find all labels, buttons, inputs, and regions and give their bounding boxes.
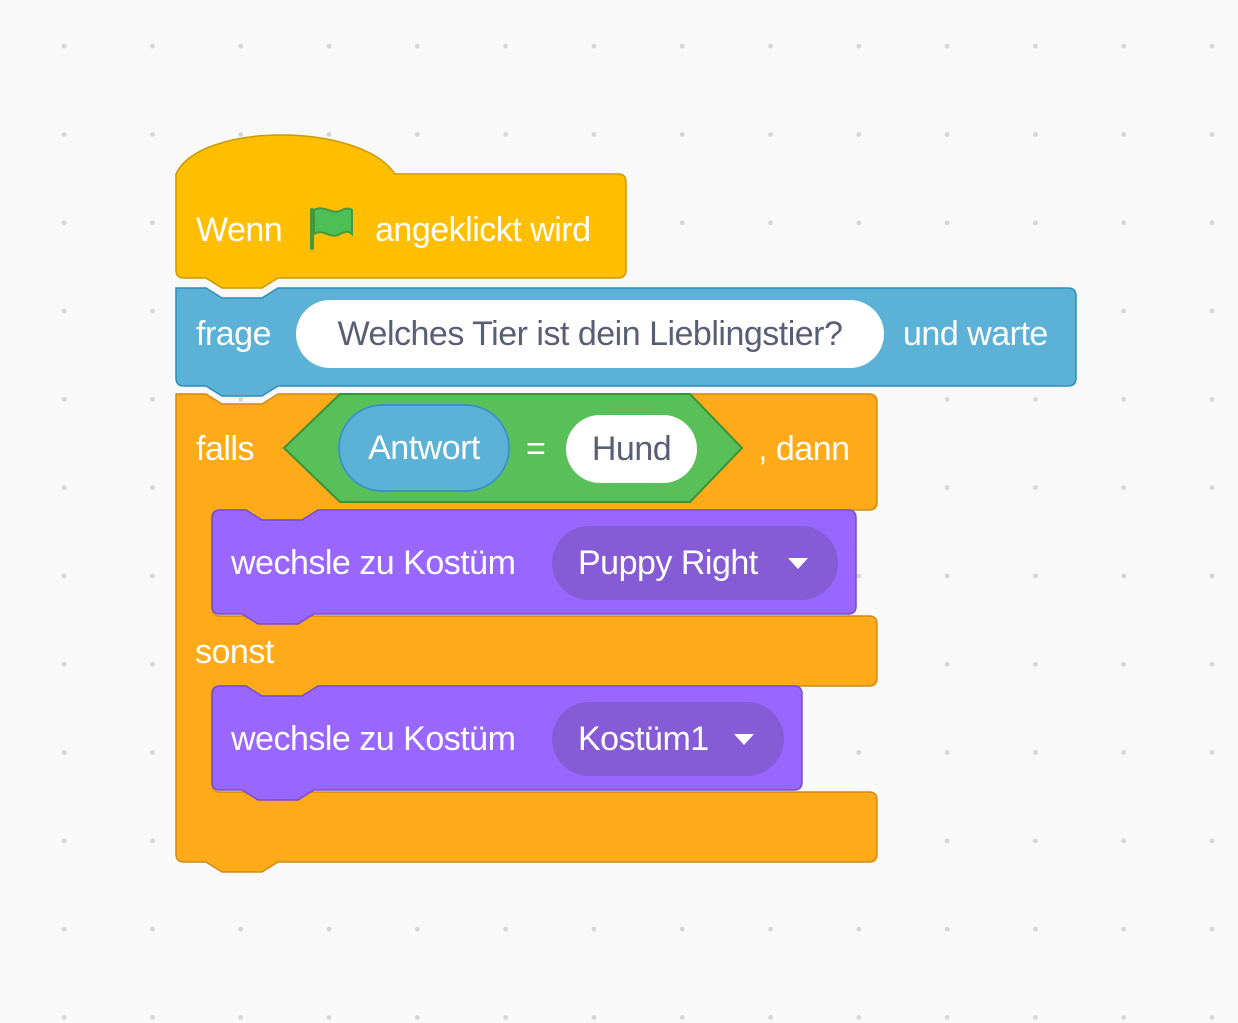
costume-dropdown-value: Kostüm1 xyxy=(578,720,709,758)
switch-costume-label: wechsle zu Kostüm xyxy=(231,544,516,582)
caret-down-icon xyxy=(734,734,754,745)
else-label: sonst xyxy=(195,633,274,671)
hat-clicked-label: angeklickt wird xyxy=(375,211,591,249)
ask-wait-label: und warte xyxy=(903,315,1048,353)
ask-question-text: Welches Tier ist dein Lieblingstier? xyxy=(337,315,843,353)
hat-block-shape xyxy=(175,134,627,289)
green-flag-icon xyxy=(310,207,353,250)
answer-reporter[interactable]: Antwort xyxy=(338,404,510,492)
if-label: falls xyxy=(196,430,254,468)
caret-down-icon xyxy=(788,558,808,569)
equals-sign: = xyxy=(526,430,546,468)
then-label: , dann xyxy=(758,430,850,468)
costume-dropdown-else[interactable]: Kostüm1 xyxy=(552,702,784,776)
switch-costume-label: wechsle zu Kostüm xyxy=(231,720,516,758)
if-else-block-shape xyxy=(175,393,878,873)
costume-dropdown-value: Puppy Right xyxy=(578,544,758,582)
costume-dropdown-then[interactable]: Puppy Right xyxy=(552,526,838,600)
ask-label: frage xyxy=(196,315,272,353)
answer-reporter-label: Antwort xyxy=(368,429,480,467)
compare-value-input[interactable]: Hund xyxy=(566,415,697,483)
ask-question-input[interactable]: Welches Tier ist dein Lieblingstier? xyxy=(296,300,884,368)
hat-when-label: Wenn xyxy=(196,211,283,249)
compare-value-text: Hund xyxy=(591,430,672,468)
